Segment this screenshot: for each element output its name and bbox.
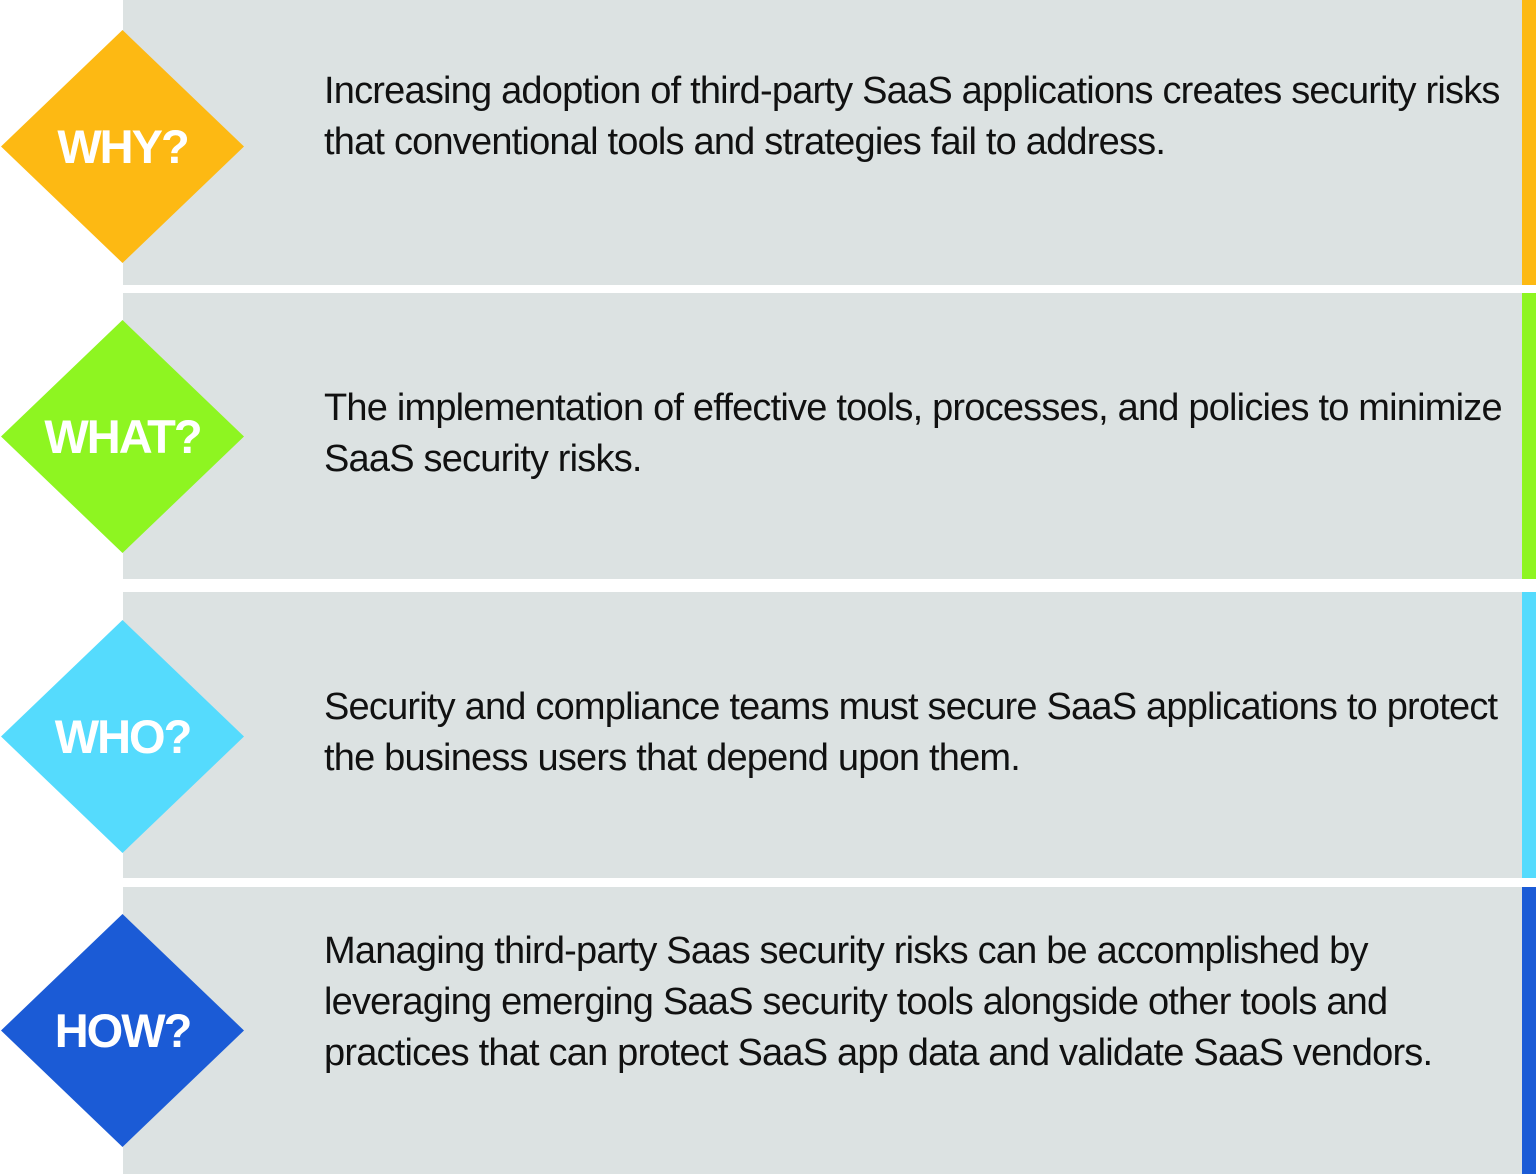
who-diamond: WHO? xyxy=(1,620,244,853)
who-label: WHO? xyxy=(54,710,193,763)
who-accent-bar xyxy=(1522,592,1536,878)
row-why: WHY? Increasing adoption of third-party … xyxy=(0,0,1536,285)
how-diamond: HOW? xyxy=(1,914,244,1147)
how-text: Managing third-party Saas security risks… xyxy=(324,930,1433,1074)
row-what: WHAT? The implementation of effective to… xyxy=(0,293,1536,579)
how-panel xyxy=(123,887,1522,1174)
what-text: The implementation of effective tools, p… xyxy=(324,387,1503,480)
why-text: Increasing adoption of third-party SaaS … xyxy=(324,70,1500,163)
why-panel xyxy=(123,0,1522,285)
how-label: HOW? xyxy=(54,1004,193,1057)
what-accent-bar xyxy=(1522,293,1536,579)
how-accent-bar xyxy=(1522,887,1536,1174)
what-panel xyxy=(123,293,1522,579)
row-how: HOW? Managing third-party Saas security … xyxy=(0,887,1536,1174)
what-diamond: WHAT? xyxy=(1,320,244,553)
why-label: WHY? xyxy=(57,120,189,173)
who-text: Security and compliance teams must secur… xyxy=(324,686,1498,779)
who-panel xyxy=(123,592,1522,878)
why-diamond: WHY? xyxy=(1,30,244,263)
what-label: WHAT? xyxy=(44,410,202,463)
row-who: WHO? Security and compliance teams must … xyxy=(0,592,1536,878)
why-accent-bar xyxy=(1522,0,1536,285)
